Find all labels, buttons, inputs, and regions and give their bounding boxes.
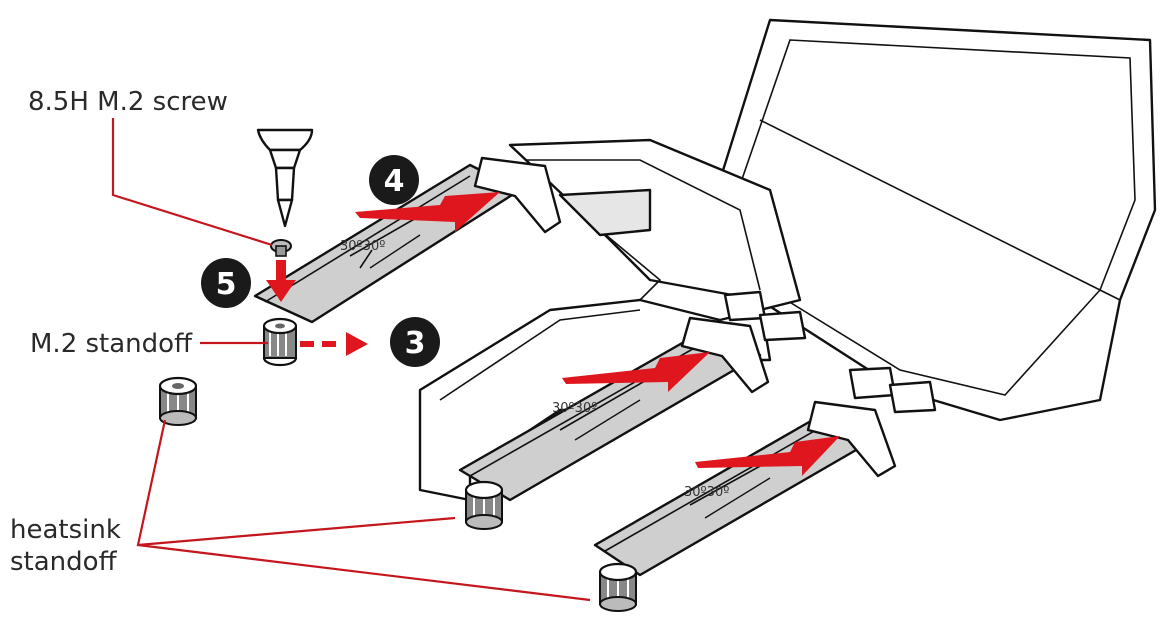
step-badge-5: 5 — [201, 258, 251, 308]
heatsink-standoff-bottom — [600, 564, 636, 611]
m2-standoff-label: M.2 standoff — [30, 329, 193, 359]
svg-text:3: 3 — [405, 326, 426, 361]
heatsink-standoff-label-line1: heatsink — [10, 515, 121, 545]
m2-ssd-bottom: 30º30º — [595, 402, 895, 575]
step-badge-3: 3 — [390, 317, 440, 367]
angle-label-bottom: 30º30º — [684, 485, 729, 500]
step3-arrow — [300, 332, 368, 356]
screw-icon — [271, 240, 291, 256]
heatsink-standoff-left — [160, 378, 196, 425]
screwdriver-icon — [258, 130, 312, 226]
step-badge-4: 4 — [369, 155, 419, 205]
svg-text:4: 4 — [384, 164, 405, 199]
angle-label-top: 30º30º — [340, 239, 385, 254]
heatsink-bracket — [420, 20, 1155, 500]
screw-label: 8.5H M.2 screw — [28, 87, 228, 117]
angle-label-middle: 30º30º — [552, 401, 597, 416]
m2-standoff-icon — [264, 319, 296, 365]
heatsink-standoff-label-line2: standoff — [10, 547, 118, 577]
svg-text:5: 5 — [216, 267, 237, 302]
heatsink-standoff-middle — [466, 482, 502, 529]
